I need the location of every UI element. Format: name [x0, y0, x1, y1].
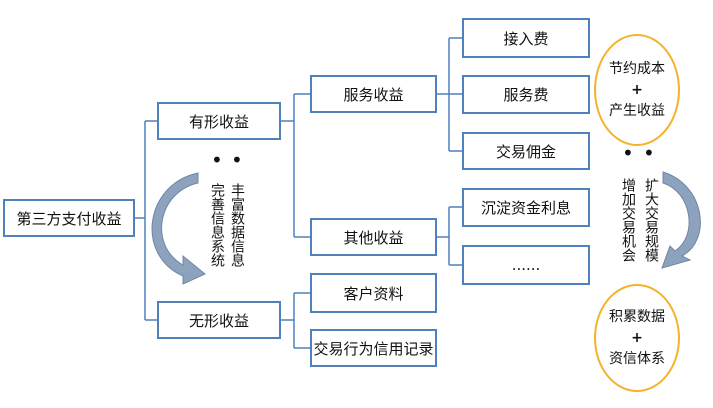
bullet-dot: •: [211, 148, 223, 172]
bottom-oval-plus: +: [631, 329, 643, 346]
bullet-dot: •: [231, 148, 243, 172]
customer-data-node: 客户资料: [310, 273, 437, 313]
tangible-revenue-node: 有形收益: [157, 102, 281, 140]
access-fee-node: 接入费: [462, 18, 590, 58]
top-oval: 节约成本 + 产生收益: [594, 34, 680, 146]
bottom-oval: 积累数据 + 资信体系: [594, 284, 680, 392]
service-fee-node: 服务费: [462, 75, 590, 114]
right-text-right: 扩大交易规模: [643, 178, 659, 262]
ellipsis-node: ......: [462, 245, 590, 285]
bullet-dot: •: [643, 141, 655, 165]
commission-node: 交易佣金: [462, 132, 590, 170]
credit-record-node: 交易行为信用记录: [310, 329, 437, 367]
top-oval-plus: +: [631, 81, 643, 98]
bottom-oval-line2: 资信体系: [609, 350, 665, 367]
float-interest-node: 沉淀资金利息: [462, 188, 590, 227]
top-oval-line2: 产生收益: [609, 102, 665, 119]
bullet-dot: •: [622, 141, 634, 165]
intangible-revenue-node: 无形收益: [157, 301, 281, 339]
root-node: 第三方支付收益: [3, 199, 135, 237]
other-revenue-node: 其他收益: [310, 218, 437, 256]
curved-arrow-right: [661, 171, 701, 269]
curved-arrow-middle: [151, 172, 206, 285]
service-revenue-node: 服务收益: [310, 75, 437, 113]
top-oval-line1: 节约成本: [609, 60, 665, 77]
right-text-left: 增加交易机会: [620, 178, 636, 262]
middle-text-right: 丰富数据信息: [229, 183, 245, 267]
middle-text-left: 完善信息系统: [209, 183, 225, 267]
bottom-oval-line1: 积累数据: [609, 308, 665, 325]
